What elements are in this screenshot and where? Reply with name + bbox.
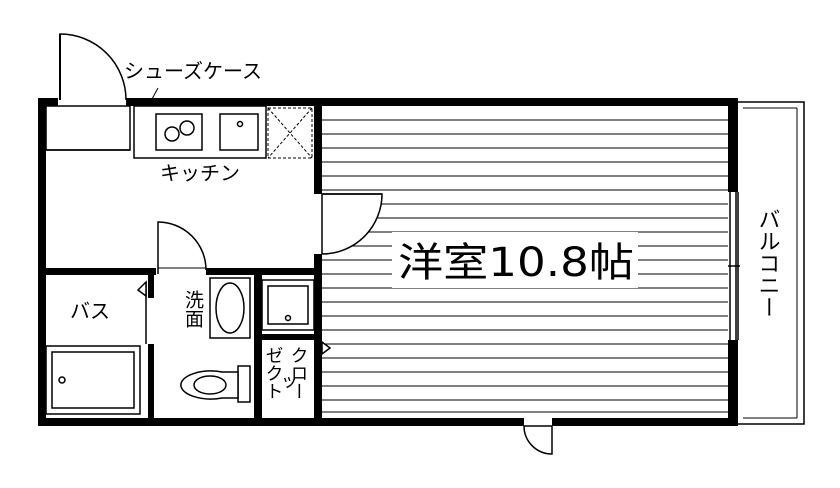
bath-door [136,280,147,344]
main-room-door [321,193,383,255]
washroom-door [157,221,207,274]
main-room-label: 洋室10.8帖 [398,240,634,286]
outer-walls [38,98,738,426]
washroom-label: 洗面 [182,290,204,328]
shoe-case [45,105,131,151]
kitchen-label: キッチン [160,161,240,185]
balcony-label: バルコニー [755,208,780,318]
fridge-space [267,107,313,159]
closet-door [317,340,332,414]
bottom-door [523,425,553,455]
kitchen-counter [133,105,267,159]
bathtub [45,345,141,415]
balcony-window [728,192,740,340]
washing-machine-space [261,279,315,331]
bath-label: バス [70,299,110,323]
balcony [735,101,805,425]
closet-label-col2: ッ [276,373,297,391]
sink-icon [219,113,259,151]
entrance-door [59,33,127,101]
closet-label-col3: クロー [288,346,309,400]
toilet-icon [180,365,251,403]
wash-basin [209,277,251,339]
closet-label-col1: ゼクト [263,346,284,400]
shoe-case-label: シューズケース [124,59,262,83]
